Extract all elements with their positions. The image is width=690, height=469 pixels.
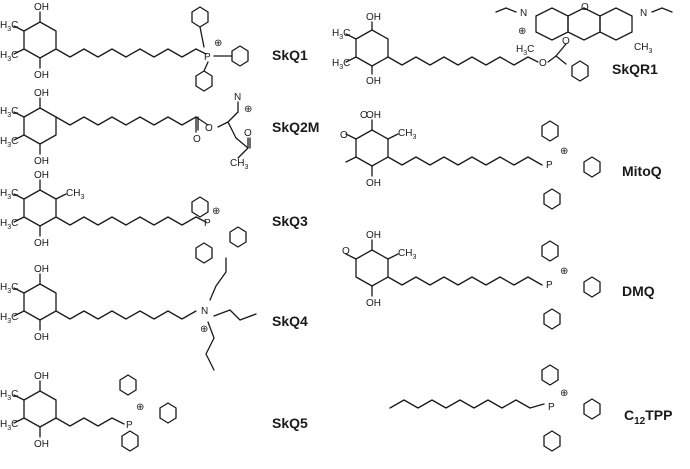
c12tpp-charge: ⊕ — [560, 388, 568, 399]
skq3-oh-top: OH — [34, 170, 49, 181]
skq4-oh-bottom: OH — [34, 332, 49, 343]
skqr1-nitrogen-1: N — [520, 8, 527, 19]
skq5-label: SkQ5 — [272, 415, 308, 431]
skq1-oh-bottom: OH — [34, 70, 49, 81]
skq2m-methyl-1: H3C — [0, 106, 18, 119]
mitoq-oh-bottom: OH — [366, 178, 381, 189]
skqr1-structure: OH OH H3C H3C N O N O O ⊕ H3C CH3 SkQR1 — [332, 2, 673, 87]
dmq-charge: ⊕ — [560, 266, 568, 277]
skqr1-nitrogen-2: N — [640, 8, 647, 19]
skq3-phosphorus: P — [204, 218, 211, 229]
skq3-charge: ⊕ — [212, 206, 220, 217]
skqr1-methyl-2: H3C — [332, 58, 350, 71]
skq4-methyl-1: H3C — [0, 282, 18, 295]
skq1-label: SkQ1 — [272, 47, 308, 63]
mitoq-phosphorus: P — [546, 160, 553, 171]
mitoq-oh-top: OH — [366, 110, 381, 121]
skq3-methyl-2: H3C — [0, 218, 18, 231]
skq2m-carbonyl-o: O — [193, 134, 201, 145]
skq3-methyl-1: H3C — [0, 188, 18, 201]
skqr1-oh-top: OH — [366, 12, 381, 23]
skq3-oh-bottom: OH — [34, 238, 49, 249]
skqr1-ring-o: O — [581, 2, 589, 13]
mitoq-structure: O O OH OH CH3 P ⊕ MitoQ — [340, 110, 662, 210]
dmq-methoxy-o: O — [342, 246, 350, 257]
dmq-structure: O OH OH CH3 P ⊕ DMQ — [342, 230, 655, 330]
skq4-label: SkQ4 — [272, 313, 308, 329]
skq5-structure: OH OH H3C H3C P ⊕ SkQ5 — [0, 371, 308, 452]
skq4-structure: OH OH H3C H3C N ⊕ SkQ4 — [0, 257, 308, 371]
dmq-ch3: CH3 — [398, 248, 416, 261]
skqr1-charge: ⊕ — [518, 26, 526, 37]
mitoq-methoxy-o-1: O — [360, 110, 368, 121]
skqr1-ester-o: O — [539, 58, 547, 69]
c12tpp-phosphorus: P — [548, 402, 555, 413]
mitoq-ch3: CH3 — [398, 128, 416, 141]
skq1-charge: ⊕ — [214, 38, 222, 49]
skq5-charge: ⊕ — [136, 402, 144, 413]
skq2m-oh-top: OH — [34, 88, 49, 99]
skq5-oh-top: OH — [34, 371, 49, 382]
skq1-ring — [23, 21, 57, 59]
mitoq-label: MitoQ — [622, 163, 662, 179]
skq2m-nitrogen: N — [234, 92, 241, 103]
skq2m-structure: OH OH H3C H3C O O O CH3 N ⊕ SkQ2M — [0, 88, 319, 171]
skq5-phosphorus: P — [126, 420, 133, 431]
skq2m-ester-o: O — [205, 123, 213, 134]
c12tpp-label: C12TPP — [624, 407, 672, 427]
dmq-phosphorus: P — [546, 280, 553, 291]
skq3-label: SkQ3 — [272, 213, 308, 229]
skq1-structure: OH OH H3C H3C P ⊕ SkQ1 — [0, 2, 308, 92]
skq5-methyl-2: H3C — [0, 419, 18, 432]
skq1-methyl-1: H3C — [0, 20, 18, 33]
mitoq-methoxy-o-2: O — [340, 130, 348, 141]
skq1-phosphorus: P — [204, 52, 211, 63]
skq1-oh-top: OH — [34, 2, 49, 13]
skqr1-ch3: CH3 — [634, 42, 652, 55]
skq2m-charge: ⊕ — [244, 104, 252, 115]
skq3-structure: OH OH H3C H3C CH3 P ⊕ SkQ3 — [0, 170, 308, 264]
skq2m-ch3: CH3 — [230, 158, 248, 171]
dmq-oh-bottom: OH — [366, 298, 381, 309]
skq2m-ester-o-2: O — [244, 128, 252, 139]
dmq-label: DMQ — [622, 283, 655, 299]
skqr1-label: SkQR1 — [612, 61, 658, 77]
skq4-nitrogen: N — [201, 306, 208, 317]
skq4-charge: ⊕ — [200, 324, 208, 335]
skq4-methyl-2: H3C — [0, 312, 18, 325]
skq2m-oh-bottom: OH — [34, 156, 49, 167]
skqr1-oh-bottom: OH — [366, 76, 381, 87]
skqr1-carbonyl-o: O — [562, 36, 570, 47]
skq3-methyl-3: CH3 — [66, 188, 84, 201]
c12tpp-structure: P ⊕ C12TPP — [389, 364, 672, 452]
skq4-oh-top: OH — [34, 264, 49, 275]
skq2m-label: SkQ2M — [272, 119, 319, 135]
skq5-methyl-1: H3C — [0, 389, 18, 402]
skq5-oh-bottom: OH — [34, 439, 49, 450]
skq2m-methyl-2: H3C — [0, 136, 18, 149]
mitoq-charge: ⊕ — [560, 146, 568, 157]
skqr1-methyl-3: H3C — [516, 44, 534, 57]
dmq-oh-top: OH — [366, 230, 381, 241]
skqr1-methyl-1: H3C — [332, 28, 350, 41]
skq1-methyl-2: H3C — [0, 50, 18, 63]
